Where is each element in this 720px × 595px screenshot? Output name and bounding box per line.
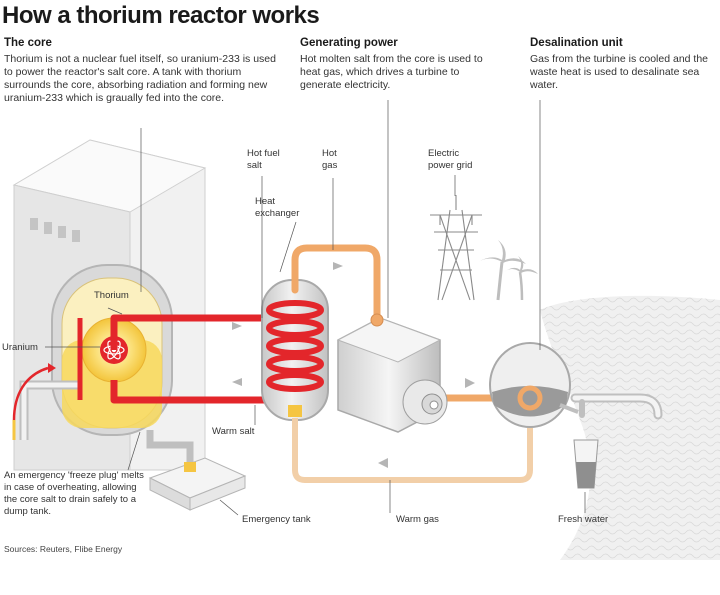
palm-trees — [478, 240, 538, 301]
hot-salt-loop — [77, 314, 290, 404]
page-title: How a thorium reactor works — [2, 2, 320, 29]
emergency-tank — [148, 457, 247, 511]
water-pipe — [570, 393, 663, 420]
label-heat-exchanger: Heat exchanger — [255, 196, 300, 219]
desalination-heading: Desalination unit — [530, 37, 623, 49]
label-electric-grid: Electric power grid — [428, 148, 473, 171]
generating-heading: Generating power — [300, 37, 398, 49]
dump-line — [146, 430, 194, 470]
leader-lines — [45, 100, 586, 516]
desalination-body: Gas from the turbine is cooled and the w… — [530, 53, 709, 91]
generating-body: Hot molten salt from the core is used to… — [300, 53, 483, 91]
label-uranium: Uranium — [2, 342, 38, 353]
label-warm-gas: Warm gas — [396, 514, 439, 525]
water-glass — [573, 439, 599, 489]
label-hot-fuel-salt: Hot fuel salt — [247, 148, 280, 171]
label-emergency-tank: Emergency tank — [242, 514, 311, 525]
label-thorium: Thorium — [94, 290, 129, 301]
label-warm-salt: Warm salt — [212, 426, 255, 437]
heat-exchanger — [261, 279, 329, 421]
core-heading: The core — [4, 37, 52, 49]
gas-arrows — [333, 262, 475, 468]
electric-pylon — [430, 195, 482, 301]
warm-gas-loop — [292, 410, 533, 483]
label-freeze-plug: An emergency 'freeze plug' melts in case… — [4, 470, 144, 517]
turbine — [336, 313, 448, 433]
label-hot-gas: Hot gas — [322, 148, 338, 171]
hot-salt-arrows — [232, 322, 242, 386]
desalination-tank — [489, 342, 579, 428]
sea-area — [540, 295, 720, 560]
sources-note: Sources: Reuters, Flibe Energy — [4, 544, 123, 554]
feed-pipe — [12, 363, 80, 440]
core-body: Thorium is not a nuclear fuel itself, so… — [4, 53, 276, 104]
label-fresh-water: Fresh water — [558, 514, 609, 525]
